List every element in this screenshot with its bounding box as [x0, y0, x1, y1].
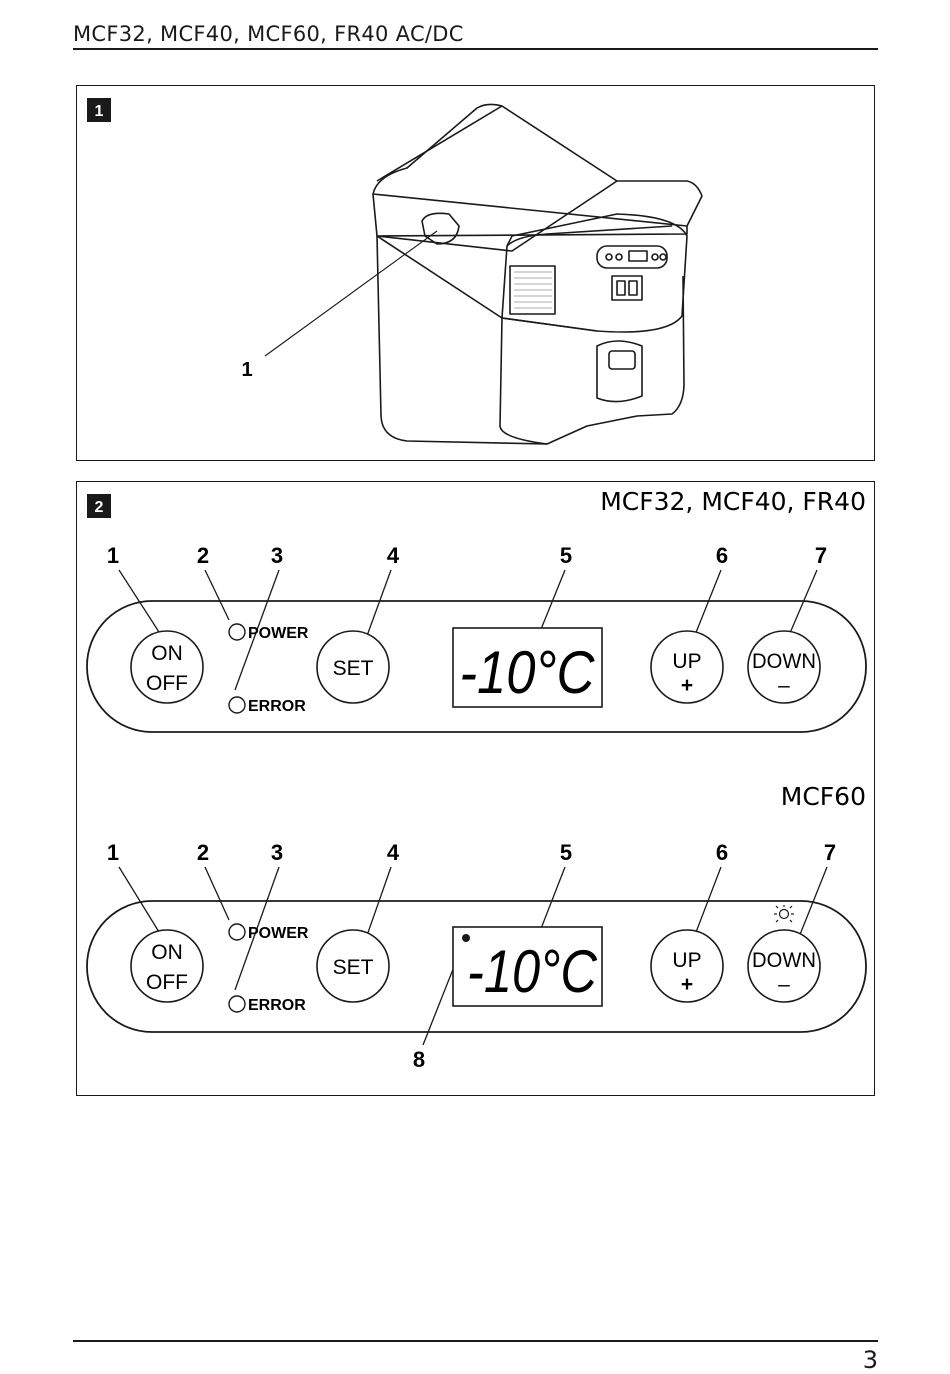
callout-1: 1: [107, 543, 119, 568]
plus-label: +: [681, 973, 693, 996]
model-label: MCF60: [781, 782, 866, 811]
callout-1: 1: [241, 359, 252, 381]
plus-label: +: [681, 674, 693, 697]
on-label: ON: [151, 642, 183, 665]
panel-mcf32-mcf40-fr40: MCF32, MCF40, FR40 1 2 3 4 5 6 7: [86, 487, 867, 733]
control-panel-outline: [86, 900, 867, 1033]
callout-2: 2: [197, 840, 209, 865]
callout-2: 2: [197, 543, 209, 568]
figure-2: 2 MCF32, MCF40, FR40 1 2 3 4 5 6 7: [76, 481, 875, 1096]
page-number: 3: [862, 1346, 878, 1374]
up-button[interactable]: [650, 929, 724, 1003]
callout-5: 5: [560, 543, 572, 568]
on-off-button[interactable]: [130, 630, 204, 704]
panel-mcf60: MCF60 1 2 3 4 5 6 7 8: [86, 782, 867, 1072]
error-led: [228, 995, 246, 1013]
down-button[interactable]: [747, 630, 821, 704]
callout-3: 3: [271, 840, 283, 865]
power-label: POWER: [248, 625, 309, 642]
figure-1-badge: 1: [95, 103, 104, 120]
display-readout: -10°C: [460, 639, 596, 706]
callout-7: 7: [824, 840, 836, 865]
callout-5: 5: [560, 840, 572, 865]
error-label: ERROR: [248, 698, 306, 715]
power-label: POWER: [248, 925, 309, 942]
callout-4: 4: [387, 840, 400, 865]
figure-2-badge: 2: [95, 499, 104, 516]
set-button[interactable]: [316, 630, 390, 704]
down-label: DOWN: [752, 650, 816, 673]
callout-6: 6: [716, 543, 728, 568]
minus-label: –: [778, 973, 790, 996]
error-led: [228, 696, 246, 714]
callout-1: 1: [107, 840, 119, 865]
figure-1: 1: [76, 85, 875, 461]
up-label: UP: [672, 650, 701, 673]
indicator-dot: [462, 934, 470, 942]
power-led: [228, 623, 246, 641]
minus-label: –: [778, 674, 790, 697]
callout-3: 3: [271, 543, 283, 568]
document-header: MCF32, MCF40, MCF60, FR40 AC/DC: [73, 22, 464, 46]
display-readout: -10°C: [467, 938, 598, 1005]
control-panels-illustration: 2 MCF32, MCF40, FR40 1 2 3 4 5 6 7: [86, 487, 867, 1072]
error-label: ERROR: [248, 997, 306, 1014]
callout-8: 8: [413, 1047, 425, 1072]
callout-6: 6: [716, 840, 728, 865]
temperature-display: [452, 926, 603, 1007]
control-panel-outline: [86, 600, 867, 733]
footer-rule: [73, 1340, 878, 1342]
down-label: DOWN: [752, 949, 816, 972]
off-label: OFF: [146, 672, 188, 695]
callout-7: 7: [815, 543, 827, 568]
header-rule: [73, 48, 878, 50]
power-led: [228, 923, 246, 941]
up-label: UP: [672, 949, 701, 972]
up-button[interactable]: [650, 630, 724, 704]
sun-icon: [774, 905, 794, 923]
on-off-button[interactable]: [130, 929, 204, 1003]
model-label: MCF32, MCF40, FR40: [600, 487, 866, 516]
cooler-illustration: 1: [87, 98, 703, 445]
down-button[interactable]: [747, 929, 821, 1003]
callout-4: 4: [387, 543, 400, 568]
temperature-display: [452, 627, 603, 708]
set-button[interactable]: [316, 929, 390, 1003]
off-label: OFF: [146, 971, 188, 994]
set-label: SET: [333, 657, 374, 680]
set-label: SET: [333, 956, 374, 979]
on-label: ON: [151, 941, 183, 964]
